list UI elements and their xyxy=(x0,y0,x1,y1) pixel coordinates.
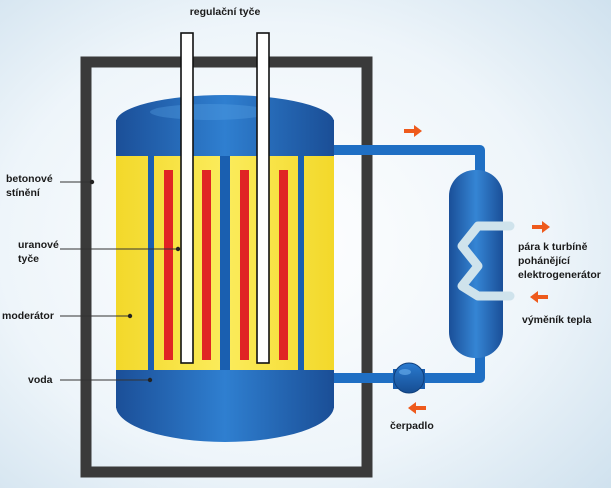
leader-lines xyxy=(60,181,178,381)
uranium-rod xyxy=(240,170,249,360)
steam-coil xyxy=(457,221,515,301)
control-rods xyxy=(180,32,270,364)
label-control-rods: regulační tyče xyxy=(189,6,261,18)
coolant-pipe xyxy=(328,145,485,383)
uranium-rod xyxy=(202,170,211,360)
label-water: voda xyxy=(28,374,53,386)
uranium-rods xyxy=(164,170,288,360)
control-rod xyxy=(180,32,194,364)
arrow-right-icon xyxy=(404,125,422,137)
concrete-shield xyxy=(80,56,373,478)
label-moderator: moderátor xyxy=(2,310,54,322)
arrow-right-icon xyxy=(532,221,550,233)
uranium-rod xyxy=(164,170,173,360)
label-steam: pára k turbíně pohánějící elektrogenerát… xyxy=(518,241,601,281)
uranium-rod xyxy=(279,170,288,360)
pump xyxy=(393,362,425,394)
flow-arrows xyxy=(404,125,550,414)
heat-exchanger xyxy=(449,170,515,358)
arrow-left-icon xyxy=(530,291,548,303)
moderator-channels xyxy=(148,156,304,370)
label-uranium-rods: uranové tyče xyxy=(18,239,59,265)
label-pump: čerpadlo xyxy=(390,420,434,432)
arrow-left-icon xyxy=(408,402,426,414)
control-rod xyxy=(256,32,270,364)
label-heat-exchanger: výměník tepla xyxy=(522,314,592,326)
label-concrete-shield: betonové stínění xyxy=(6,173,53,199)
